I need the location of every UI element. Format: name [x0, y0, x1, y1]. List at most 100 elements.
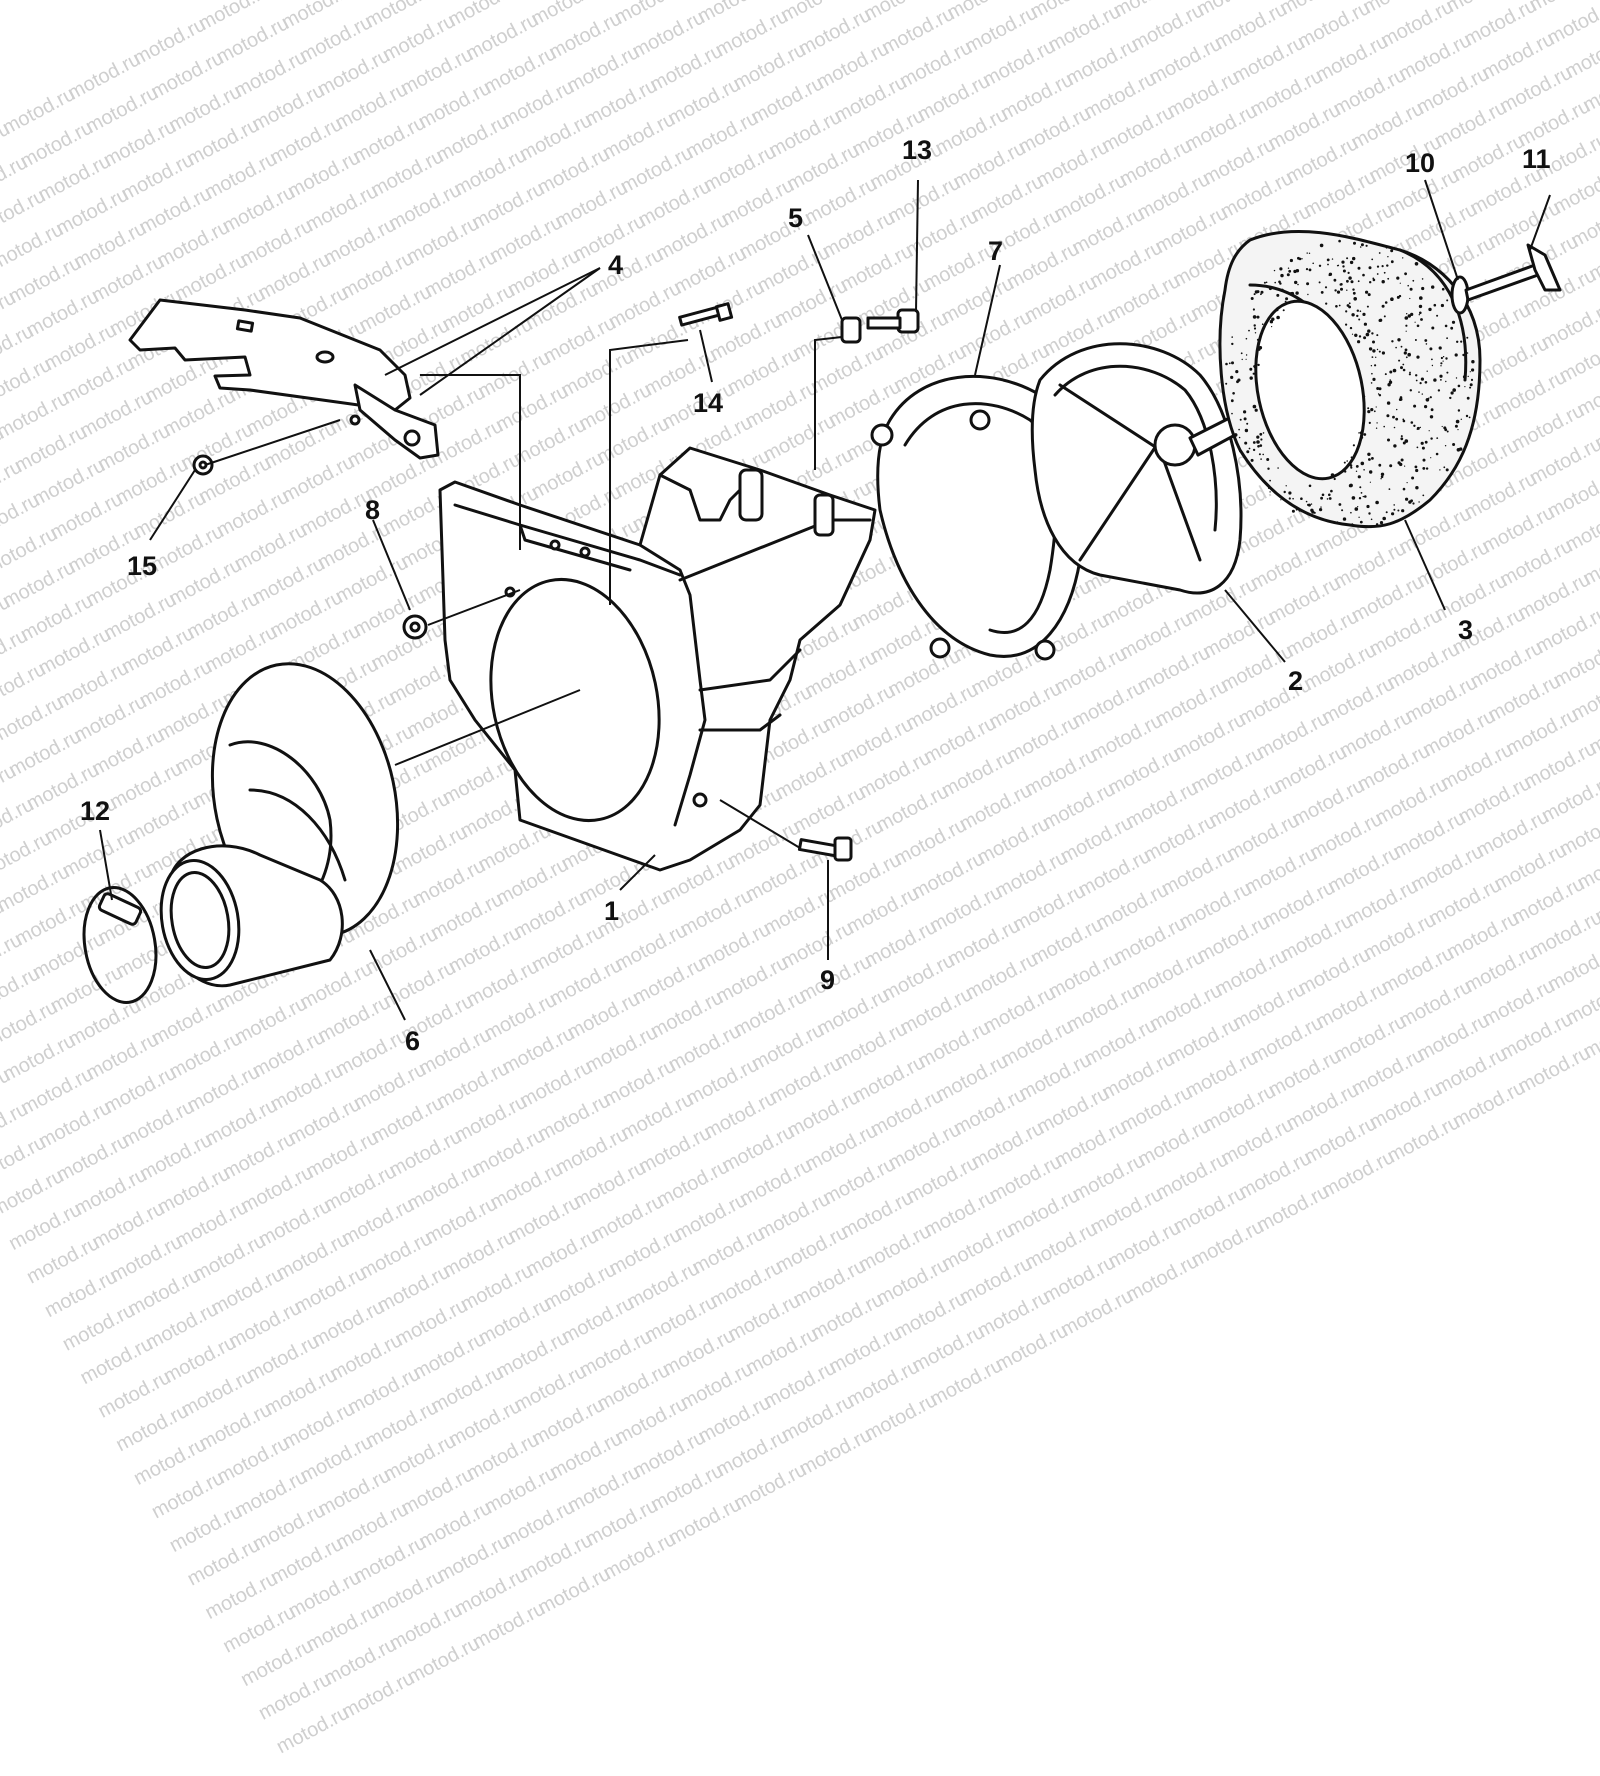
- foam-speck: [1401, 435, 1403, 437]
- watermark-text: motod.ru: [873, 1256, 956, 1324]
- foam-speck: [1294, 281, 1297, 284]
- foam-speck: [1241, 352, 1243, 354]
- watermark-text: motod.ru: [291, 1264, 374, 1332]
- diagram-artwork: [0, 0, 1600, 1200]
- watermark-text: motod.ru: [611, 1395, 694, 1463]
- watermark-text: motod.ru: [95, 1368, 178, 1436]
- foam-speck: [1397, 338, 1400, 341]
- foam-speck: [1386, 511, 1388, 513]
- foam-speck: [1327, 498, 1329, 500]
- watermark-text: motod.ru: [665, 1496, 748, 1564]
- watermark-text: motod.ru: [754, 1190, 837, 1258]
- foam-speck: [1420, 318, 1423, 321]
- watermark-text: motod.ru: [629, 1428, 712, 1496]
- foam-speck: [1335, 305, 1338, 308]
- foam-speck: [1404, 272, 1407, 275]
- foam-speck: [1393, 504, 1395, 506]
- foam-speck: [1253, 366, 1254, 367]
- foam-speck: [1347, 304, 1350, 307]
- foam-speck: [1422, 447, 1425, 450]
- foam-speck: [1359, 486, 1361, 488]
- foam-speck: [1406, 356, 1408, 358]
- foam-speck: [1246, 423, 1248, 425]
- foam-speck: [1254, 327, 1256, 329]
- foam-speck: [1422, 495, 1424, 497]
- foam-speck: [1452, 388, 1456, 392]
- foam-speck: [1451, 391, 1454, 394]
- foam-speck: [1270, 320, 1273, 323]
- foam-speck: [1404, 466, 1405, 467]
- watermark-text: motod.ru: [267, 1535, 350, 1603]
- foam-speck: [1246, 359, 1247, 360]
- foam-speck: [1352, 496, 1356, 500]
- foam-speck: [1381, 473, 1384, 476]
- watermark-text: motod.ru: [77, 1335, 160, 1403]
- foam-speck: [1446, 372, 1448, 374]
- foam-speck: [1403, 420, 1406, 423]
- foam-speck: [1352, 257, 1355, 260]
- foam-speck: [1366, 245, 1368, 247]
- foam-speck: [1371, 519, 1373, 521]
- foam-speck: [1344, 462, 1346, 464]
- foam-speck: [1385, 373, 1387, 375]
- watermark-text: motod.ru: [742, 1325, 825, 1393]
- foam-speck: [1353, 242, 1356, 245]
- foam-speck: [1422, 278, 1424, 280]
- foam-speck: [1341, 261, 1344, 264]
- callout-6: 6: [405, 1028, 420, 1055]
- watermark-text: motod.ru: [1021, 1220, 1104, 1288]
- watermark-text: motod.ru: [558, 1294, 641, 1362]
- foam-speck: [1433, 378, 1436, 381]
- foam-speck: [1378, 464, 1381, 467]
- foam-speck: [1231, 361, 1234, 364]
- foam-speck: [1372, 378, 1375, 381]
- watermark-text: motod.ru: [386, 1601, 469, 1669]
- foam-speck: [1366, 333, 1370, 337]
- foam-speck: [1357, 506, 1358, 507]
- watermark-text: motod.ru: [600, 1530, 683, 1598]
- foam-speck: [1306, 268, 1308, 270]
- callout-2: 2: [1288, 668, 1303, 695]
- foam-speck: [1470, 383, 1473, 386]
- watermark-text: motod.ru: [510, 1363, 593, 1431]
- foam-speck: [1401, 509, 1404, 512]
- watermark-text: motod.ru: [172, 1198, 255, 1266]
- foam-speck: [1307, 504, 1309, 506]
- foam-speck: [1343, 270, 1346, 273]
- foam-speck: [1350, 327, 1352, 329]
- foam-speck: [1424, 405, 1427, 408]
- foam-speck: [1356, 315, 1358, 317]
- foam-speck: [1373, 279, 1376, 282]
- foam-speck: [1278, 281, 1281, 284]
- foam-speck: [1338, 265, 1340, 267]
- foam-speck: [1352, 334, 1353, 335]
- foam-speck: [1430, 437, 1432, 439]
- foam-speck: [1254, 324, 1256, 326]
- foam-speck: [1225, 383, 1227, 385]
- foam-speck: [1255, 290, 1258, 293]
- watermark-text: motod.ru: [368, 1567, 451, 1635]
- foam-speck: [1446, 337, 1448, 339]
- foam-speck: [1244, 442, 1247, 445]
- foam-speck: [1346, 257, 1348, 259]
- foam-speck: [1339, 305, 1341, 307]
- foam-speck: [1279, 267, 1282, 270]
- foam-speck: [1387, 256, 1388, 257]
- foam-speck: [1410, 389, 1412, 391]
- foam-speck: [1296, 509, 1298, 511]
- foam-speck: [1415, 339, 1417, 341]
- foam-speck: [1232, 392, 1235, 395]
- callout-7: 7: [988, 238, 1003, 265]
- foam-speck: [1358, 267, 1361, 270]
- foam-speck: [1319, 265, 1321, 267]
- watermark-text: motod.ru: [308, 1298, 391, 1366]
- foam-speck: [1257, 445, 1260, 448]
- foam-speck: [1368, 293, 1371, 296]
- foam-speck: [1350, 464, 1353, 467]
- foam-speck: [1334, 279, 1337, 282]
- foam-speck: [1254, 365, 1257, 368]
- foam-speck: [1418, 391, 1420, 393]
- foam-speck: [1361, 386, 1363, 388]
- foam-speck: [1340, 288, 1343, 291]
- foam-speck: [1443, 426, 1446, 429]
